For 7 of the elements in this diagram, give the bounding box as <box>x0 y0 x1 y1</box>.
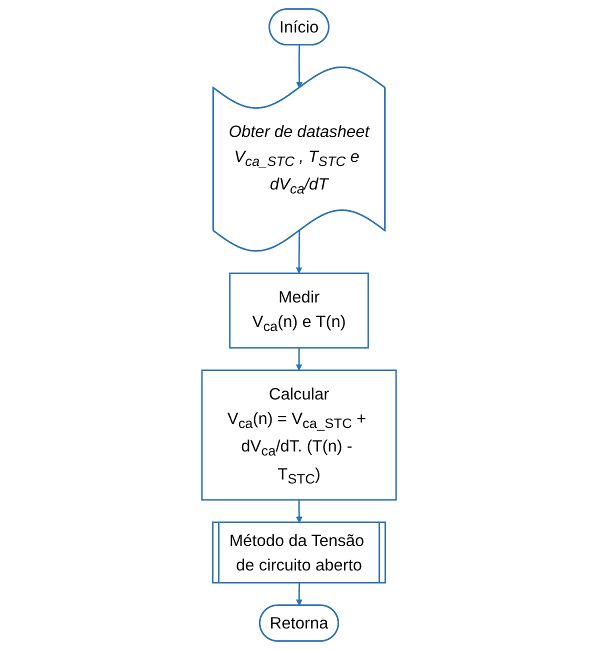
node-box: Calcular V$_{ca}$(n) = V$_{ca_STC}$ + dV$_{ca}$/dT. (T(n) - T$_{STC}$) <box>201 370 397 501</box>
node-box: Medir V$_{ca}$(n) e T(n) <box>229 272 369 349</box>
arrow <box>296 500 302 523</box>
arrow <box>296 348 302 371</box>
arrow <box>296 230 302 274</box>
arrow <box>296 583 302 606</box>
arrow <box>296 45 303 88</box>
